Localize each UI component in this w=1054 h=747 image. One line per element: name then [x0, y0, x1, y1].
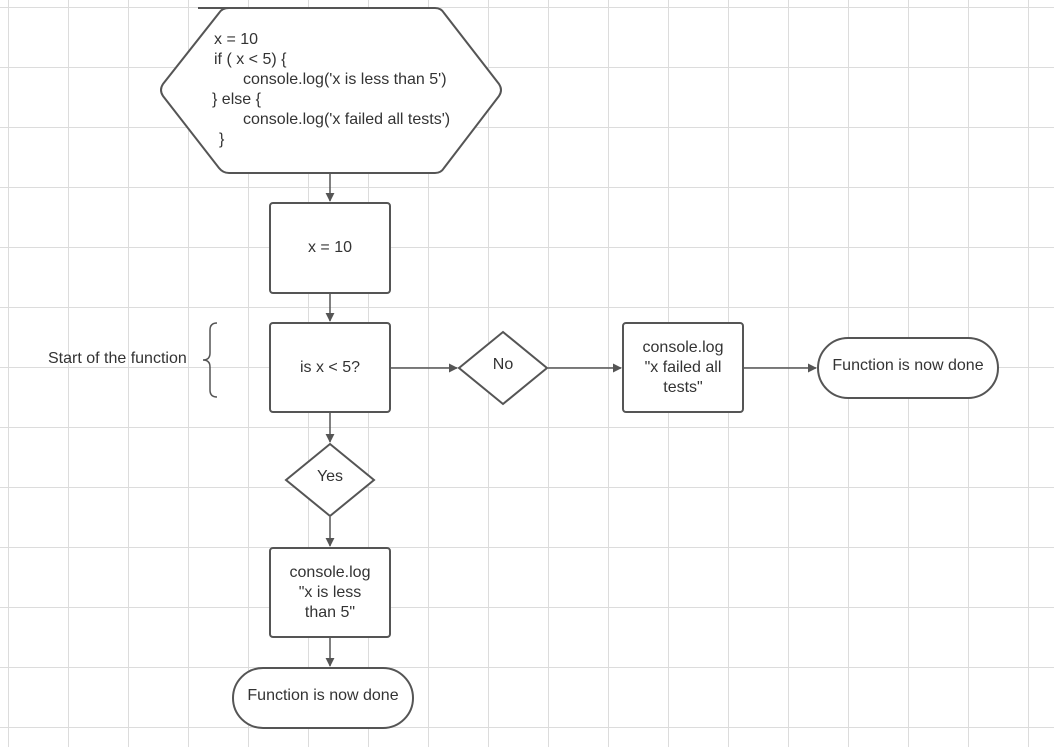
no-label: No	[492, 356, 514, 373]
less-log-line: than 5"	[304, 603, 356, 621]
decision-label: is x < 5?	[299, 358, 361, 376]
less-log-line: "x is less	[298, 583, 362, 601]
code-line: }	[219, 131, 225, 148]
fail-log-line: "x failed all	[644, 358, 722, 376]
decision-box	[269, 322, 391, 413]
assign-box	[269, 202, 391, 294]
code-hexagon	[160, 7, 502, 174]
code-line: console.log('x is less than 5')	[243, 71, 447, 88]
assign-label: x = 10	[307, 239, 353, 256]
fail-log-line: tests"	[663, 378, 703, 396]
less-log-label: console.log "x is less than 5"	[270, 548, 390, 637]
done-right-terminator	[817, 337, 999, 399]
yes-diamond	[284, 442, 376, 518]
code-line: x = 10	[214, 31, 259, 48]
curly-brace-icon	[202, 322, 218, 398]
yes-label: Yes	[316, 468, 344, 485]
less-log-line: console.log	[289, 563, 371, 581]
code-line: console.log('x failed all tests')	[243, 111, 451, 128]
fail-log-label: console.log "x failed all tests"	[623, 323, 743, 412]
no-diamond	[457, 330, 549, 406]
code-block-text: x = 10 if ( x < 5) { console.log('x is l…	[212, 30, 451, 150]
code-line: } else {	[212, 91, 261, 108]
done-bottom-label: Function is now done	[247, 687, 399, 704]
fail-log-box	[622, 322, 744, 413]
done-bottom-terminator	[232, 667, 414, 729]
less-log-box	[269, 547, 391, 638]
start-annotation: Start of the function	[48, 350, 187, 367]
code-line: if ( x < 5) {	[214, 51, 287, 68]
done-right-label: Function is now done	[832, 357, 984, 374]
fail-log-line: console.log	[642, 338, 724, 356]
